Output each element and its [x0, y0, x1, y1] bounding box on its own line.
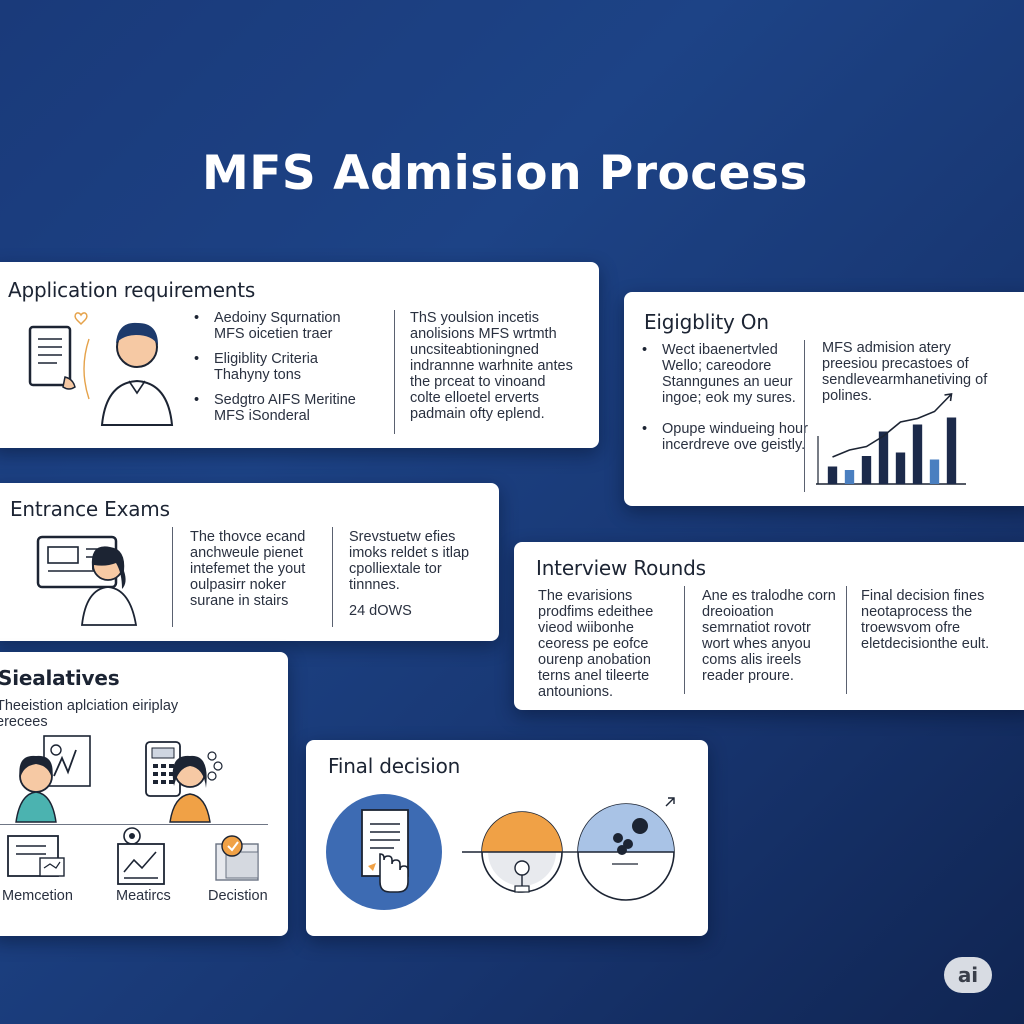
- card-heading: Final decision: [328, 754, 461, 778]
- list-item: Wect ibaenertvled Wello; careodore Stann…: [640, 342, 812, 406]
- divider: [172, 527, 173, 627]
- list-item: Aedoiny Squrnation MFS oicetien traer: [192, 310, 372, 342]
- chart-bar: [946, 417, 957, 484]
- chart-bar: [844, 470, 855, 484]
- chart-bar: [912, 424, 923, 484]
- ai-badge: ai: [944, 957, 992, 993]
- chart-trend-line: [832, 393, 953, 458]
- document-person-illustration: [28, 312, 174, 426]
- requirements-list: Aedoiny Squrnation MFS oicetien traer El…: [192, 310, 372, 433]
- card-heading: Application requirements: [8, 278, 256, 302]
- card-heading: Interview Rounds: [536, 556, 706, 580]
- chart-bar: [878, 431, 889, 484]
- card-eligibility: Eigigblity On Wect ibaenertvled Wello; c…: [624, 292, 1024, 506]
- interview-col3: Final decision fines neotaprocess the tr…: [861, 588, 990, 652]
- divider: [684, 586, 685, 694]
- final-decision-illustration: [326, 794, 675, 910]
- card-heading: Eigigblity On: [644, 310, 769, 334]
- card-entrance-exams: Entrance Exams The thovce ecand anchweul…: [0, 483, 499, 641]
- eligibility-list: Wect ibaenertvled Wello; careodore Stann…: [640, 342, 812, 462]
- divider: [804, 340, 805, 492]
- card-heading: Entrance Exams: [10, 497, 170, 521]
- caption-meatircs: Meatircs: [116, 888, 171, 904]
- chart-bar: [929, 459, 940, 484]
- list-item: Eligiblity Criteria Thahyny tons: [192, 351, 372, 383]
- chart-bar: [861, 456, 872, 484]
- sielatives-subtitle: Theeistion aplciation eiriplay erecees: [0, 698, 179, 730]
- eligibility-note: MFS admision atery preesiou precastoes o…: [822, 340, 988, 404]
- card-sielatives: Siealatives Theeistion aplciation eiripl…: [0, 652, 288, 936]
- decision-icon: [215, 835, 259, 881]
- card-final-decision: Final decision: [306, 740, 708, 936]
- card-heading: Siealatives: [0, 666, 120, 690]
- interview-col1: The evarisions prodfims edeithee vieod w…: [538, 588, 654, 700]
- caption-decistion: Decistion: [208, 888, 268, 904]
- chart-bar: [895, 452, 906, 484]
- card-application-requirements: Application requirements Aedoiny Squrnat…: [0, 262, 599, 448]
- chart-bar: [827, 466, 838, 484]
- entrance-col2: Srevstuetw efies imoks reldet s itlap cp…: [349, 529, 470, 593]
- page-title: MFS Admision Process: [202, 146, 808, 201]
- people-illustration: [15, 735, 223, 823]
- metrics-icon: [117, 827, 165, 885]
- divider: [332, 527, 333, 627]
- divider: [394, 310, 395, 434]
- divider: [846, 586, 847, 694]
- caption-memcetion: Memcetion: [2, 888, 73, 904]
- list-item: Sedgtro AIFS Meritine MFS iSonderal: [192, 392, 372, 424]
- eligibility-bar-chart: [816, 393, 966, 485]
- chart-trend-arrow: [944, 393, 953, 402]
- laptop-person-illustration: [36, 535, 138, 626]
- divider: [0, 824, 268, 825]
- memcetion-icon: [7, 835, 65, 877]
- list-item: Opupe windueing hour incerdreve ove geis…: [640, 421, 812, 453]
- interview-col2: Ane es tralodhe corn dreoioation semrnat…: [702, 588, 836, 684]
- application-note: ThS youlsion incetis anolisions MFS wrtm…: [410, 310, 573, 422]
- entrance-duration: 24 dOWS: [349, 603, 412, 619]
- entrance-col1: The thovce ecand anchweule pienet intefe…: [190, 529, 306, 609]
- card-interview-rounds: Interview Rounds The evarisions prodfims…: [514, 542, 1024, 710]
